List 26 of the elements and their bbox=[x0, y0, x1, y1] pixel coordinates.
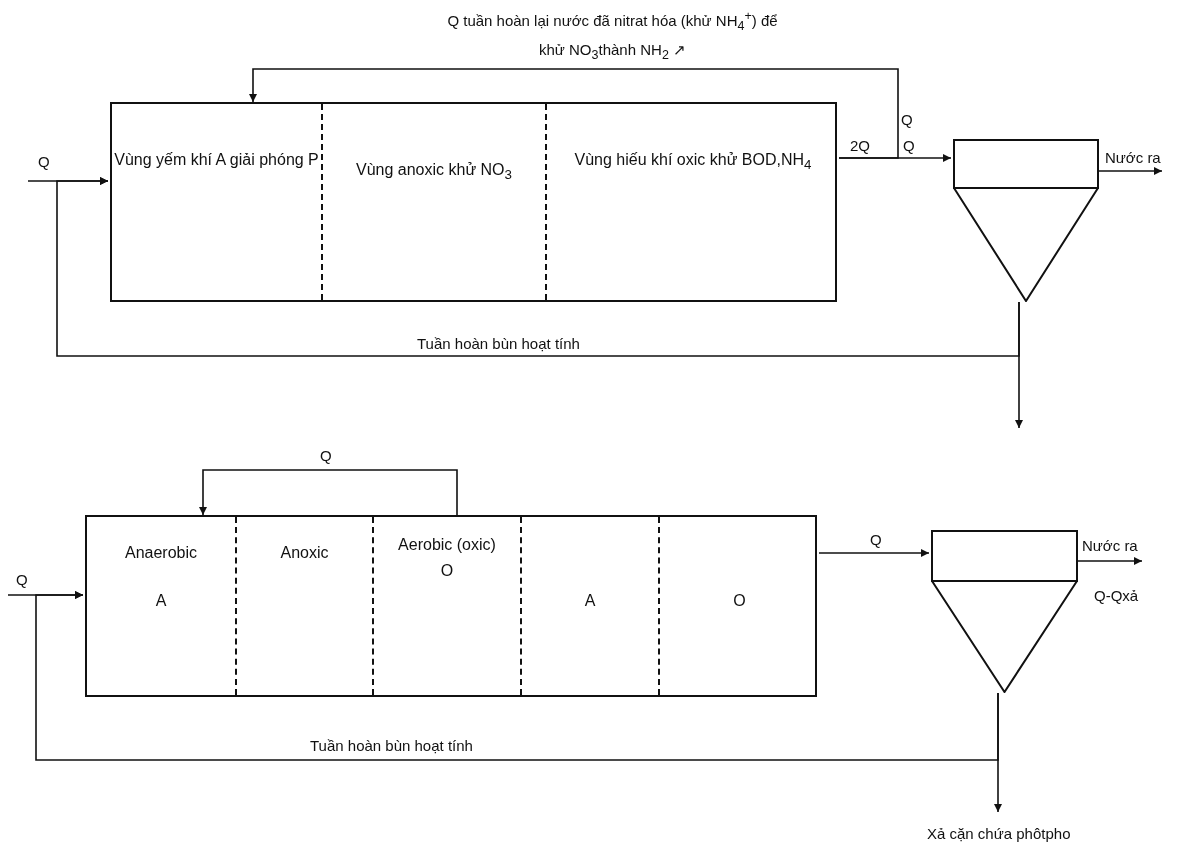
flow-arrow bbox=[818, 549, 930, 557]
zone-label: O bbox=[440, 561, 454, 581]
zone-label: Vùng anoxic khử NO$_{3}$ bbox=[356, 160, 512, 185]
edge-label: Tuần hoàn bùn hoạt tính bbox=[415, 334, 582, 353]
edge-label: Tuần hoàn bùn hoạt tính bbox=[308, 736, 475, 755]
zone-label: Vùng yếm khí A giải phóng P bbox=[114, 150, 319, 170]
flow-arrow bbox=[199, 469, 458, 518]
clarifier-drawing bbox=[931, 530, 1078, 693]
zone-label: O bbox=[733, 591, 746, 611]
zone-label: Vùng hiếu khí oxic khử BOD,NH$_{4}$ bbox=[574, 150, 812, 175]
zone-label: Anaerobic bbox=[124, 543, 197, 563]
flow-arrow bbox=[35, 591, 999, 761]
zone-label: A bbox=[155, 591, 167, 611]
reactor-tank bbox=[85, 515, 817, 697]
flow-arrow bbox=[56, 177, 1020, 357]
zone-label: Aerobic (oxic) bbox=[398, 535, 496, 555]
reactor-tank bbox=[110, 102, 837, 302]
clarifier-drawing bbox=[953, 139, 1099, 302]
flow-arrow bbox=[838, 154, 952, 162]
zone-label: A bbox=[584, 591, 596, 611]
flow-arrow bbox=[1077, 557, 1143, 565]
flow-arrow bbox=[1098, 167, 1163, 175]
flow-arrow bbox=[249, 68, 899, 159]
flow-arrow bbox=[994, 692, 1002, 813]
zone-label: Anoxic bbox=[280, 543, 329, 563]
flow-arrow bbox=[1015, 301, 1023, 429]
